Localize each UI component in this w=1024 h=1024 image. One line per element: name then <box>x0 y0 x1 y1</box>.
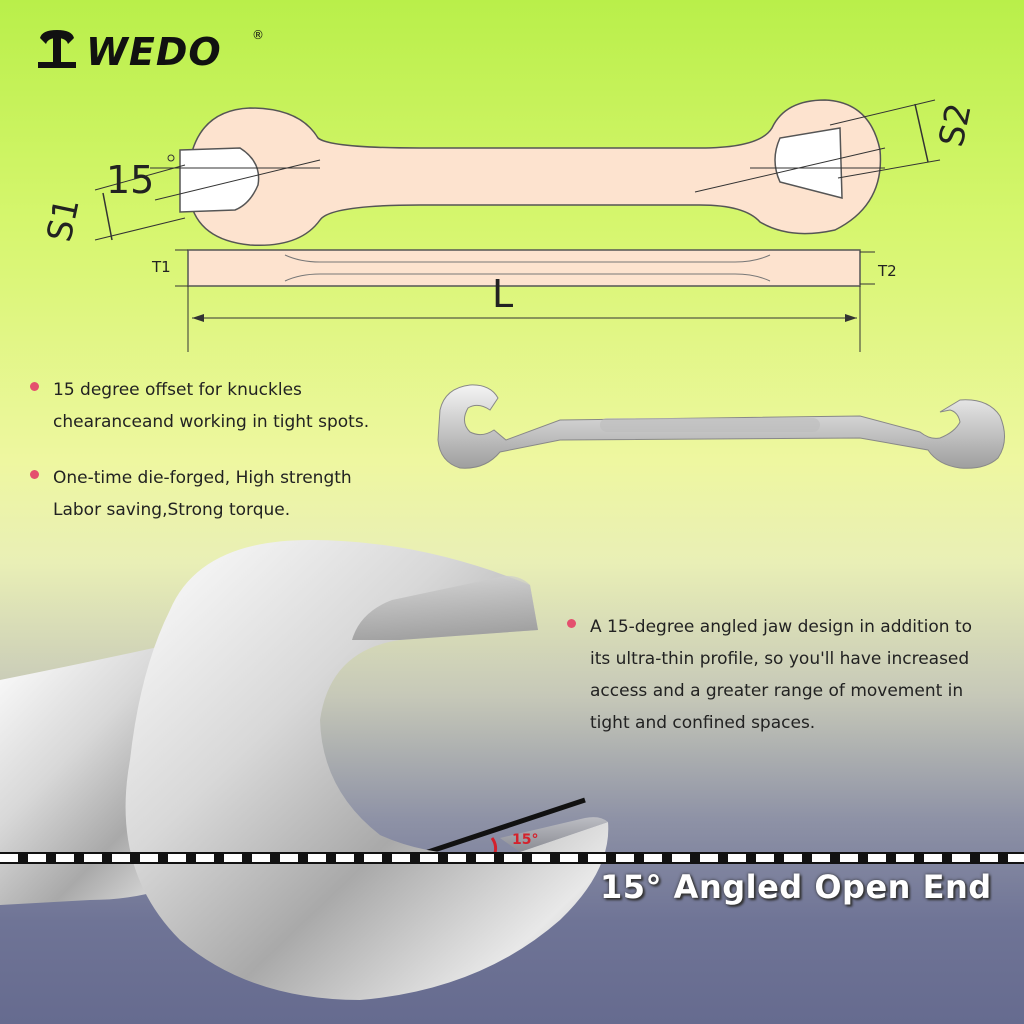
feature-text-line: A 15-degree angled jaw design in additio… <box>590 617 973 637</box>
bullet-dot <box>30 470 39 479</box>
wrench-top-view <box>189 99 882 247</box>
bullet-dot <box>567 619 576 628</box>
feature-text-line: its ultra-thin profile, so you'll have i… <box>590 649 970 669</box>
feature-offset: 15 degree offset for knuckles chearancea… <box>30 374 369 438</box>
t2-dimension: T2 <box>878 262 897 280</box>
brand-name: WEDO <box>86 30 222 74</box>
feature-text-line: One-time die-forged, High strength <box>53 468 352 488</box>
angle-reference-line <box>409 797 586 861</box>
feature-text-line: tight and confined spaces. <box>590 713 816 733</box>
headline: 15° Angled Open End <box>600 868 992 906</box>
wedo-logo-icon <box>38 30 76 68</box>
closeup-angle-label: 15° <box>512 832 539 848</box>
feature-text-line: chearanceand working in tight spots. <box>53 412 370 432</box>
feature-text-line: Labor saving,Strong torque. <box>53 500 291 520</box>
bullet-dot <box>30 382 39 391</box>
t1-dimension: T1 <box>152 258 171 276</box>
feature-text-line: access and a greater range of movement i… <box>590 681 964 701</box>
length-dimension: L <box>492 272 514 316</box>
right-jaw-opening <box>774 127 843 199</box>
feature-angled-jaw: A 15-degree angled jaw design in additio… <box>567 611 972 739</box>
feature-forged: One-time die-forged, High strength Labor… <box>30 462 352 526</box>
wrench-dimension-diagram <box>94 99 941 352</box>
left-jaw-opening <box>179 147 260 213</box>
angle-dimension: 15 <box>106 158 155 202</box>
feature-text-line: 15 degree offset for knuckles <box>53 380 302 400</box>
registered-mark: ® <box>252 28 264 42</box>
wrench-product-photo <box>437 384 1005 469</box>
